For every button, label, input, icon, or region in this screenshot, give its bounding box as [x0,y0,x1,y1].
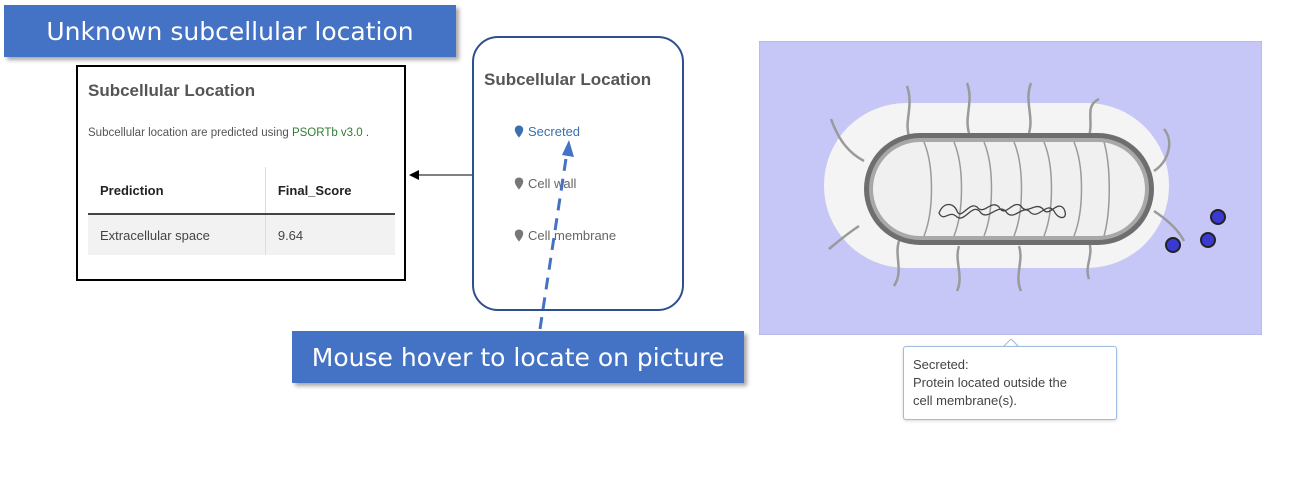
column-header-final-score: Final_Score [264,167,395,215]
prediction-cell: Extracellular space [88,214,266,255]
bacterial-cell-figure[interactable] [759,41,1262,335]
location-pin-icon [514,177,524,190]
tooltip-title: Secreted: [913,357,969,372]
psortb-link[interactable]: PSORTb v3.0 [291,127,363,139]
subcellular-location-card: Subcellular Location Secreted Cell wall … [472,36,684,311]
score-cell: 9.64 [264,214,395,255]
location-pin-icon [514,229,524,242]
cytoplasm [873,142,1145,236]
location-pin-icon [514,125,524,138]
tooltip-caret [1003,339,1019,347]
location-label: Cell wall [528,176,577,191]
dna-nucleoid [938,203,1066,219]
description-text: Subcellular location are predicted using [88,127,292,139]
prediction-table: Prediction Final_Score Extracellular spa… [88,167,395,255]
result-panel: Subcellular Location Subcellular locatio… [76,65,406,281]
hover-hint-banner: Mouse hover to locate on picture [292,331,744,383]
location-tooltip: Secreted: Protein located outside the ce… [903,346,1117,420]
arrow-head [409,170,419,180]
location-item-secreted[interactable]: Secreted [514,124,580,139]
tooltip-text: Protein located outside the [913,375,1067,390]
column-header-prediction: Prediction [88,167,266,215]
panel-title: Subcellular Location [88,81,256,100]
secreted-protein-markers [1165,209,1226,253]
tooltip-text: cell membrane(s). [913,393,1018,408]
cell-segments [923,141,1110,237]
prediction-description: Subcellular location are predicted using… [88,127,369,139]
table-row: Extracellular space 9.64 [88,214,395,255]
location-item-cell-wall[interactable]: Cell wall [514,176,576,191]
location-label: Cell membrane [528,228,617,243]
location-label: Secreted [528,124,581,139]
location-item-cell-membrane[interactable]: Cell membrane [514,228,616,243]
table-header-row: Prediction Final_Score [88,167,395,215]
title-banner: Unknown subcellular location [4,5,456,57]
card-title: Subcellular Location [484,70,652,89]
description-suffix: . [362,127,370,139]
